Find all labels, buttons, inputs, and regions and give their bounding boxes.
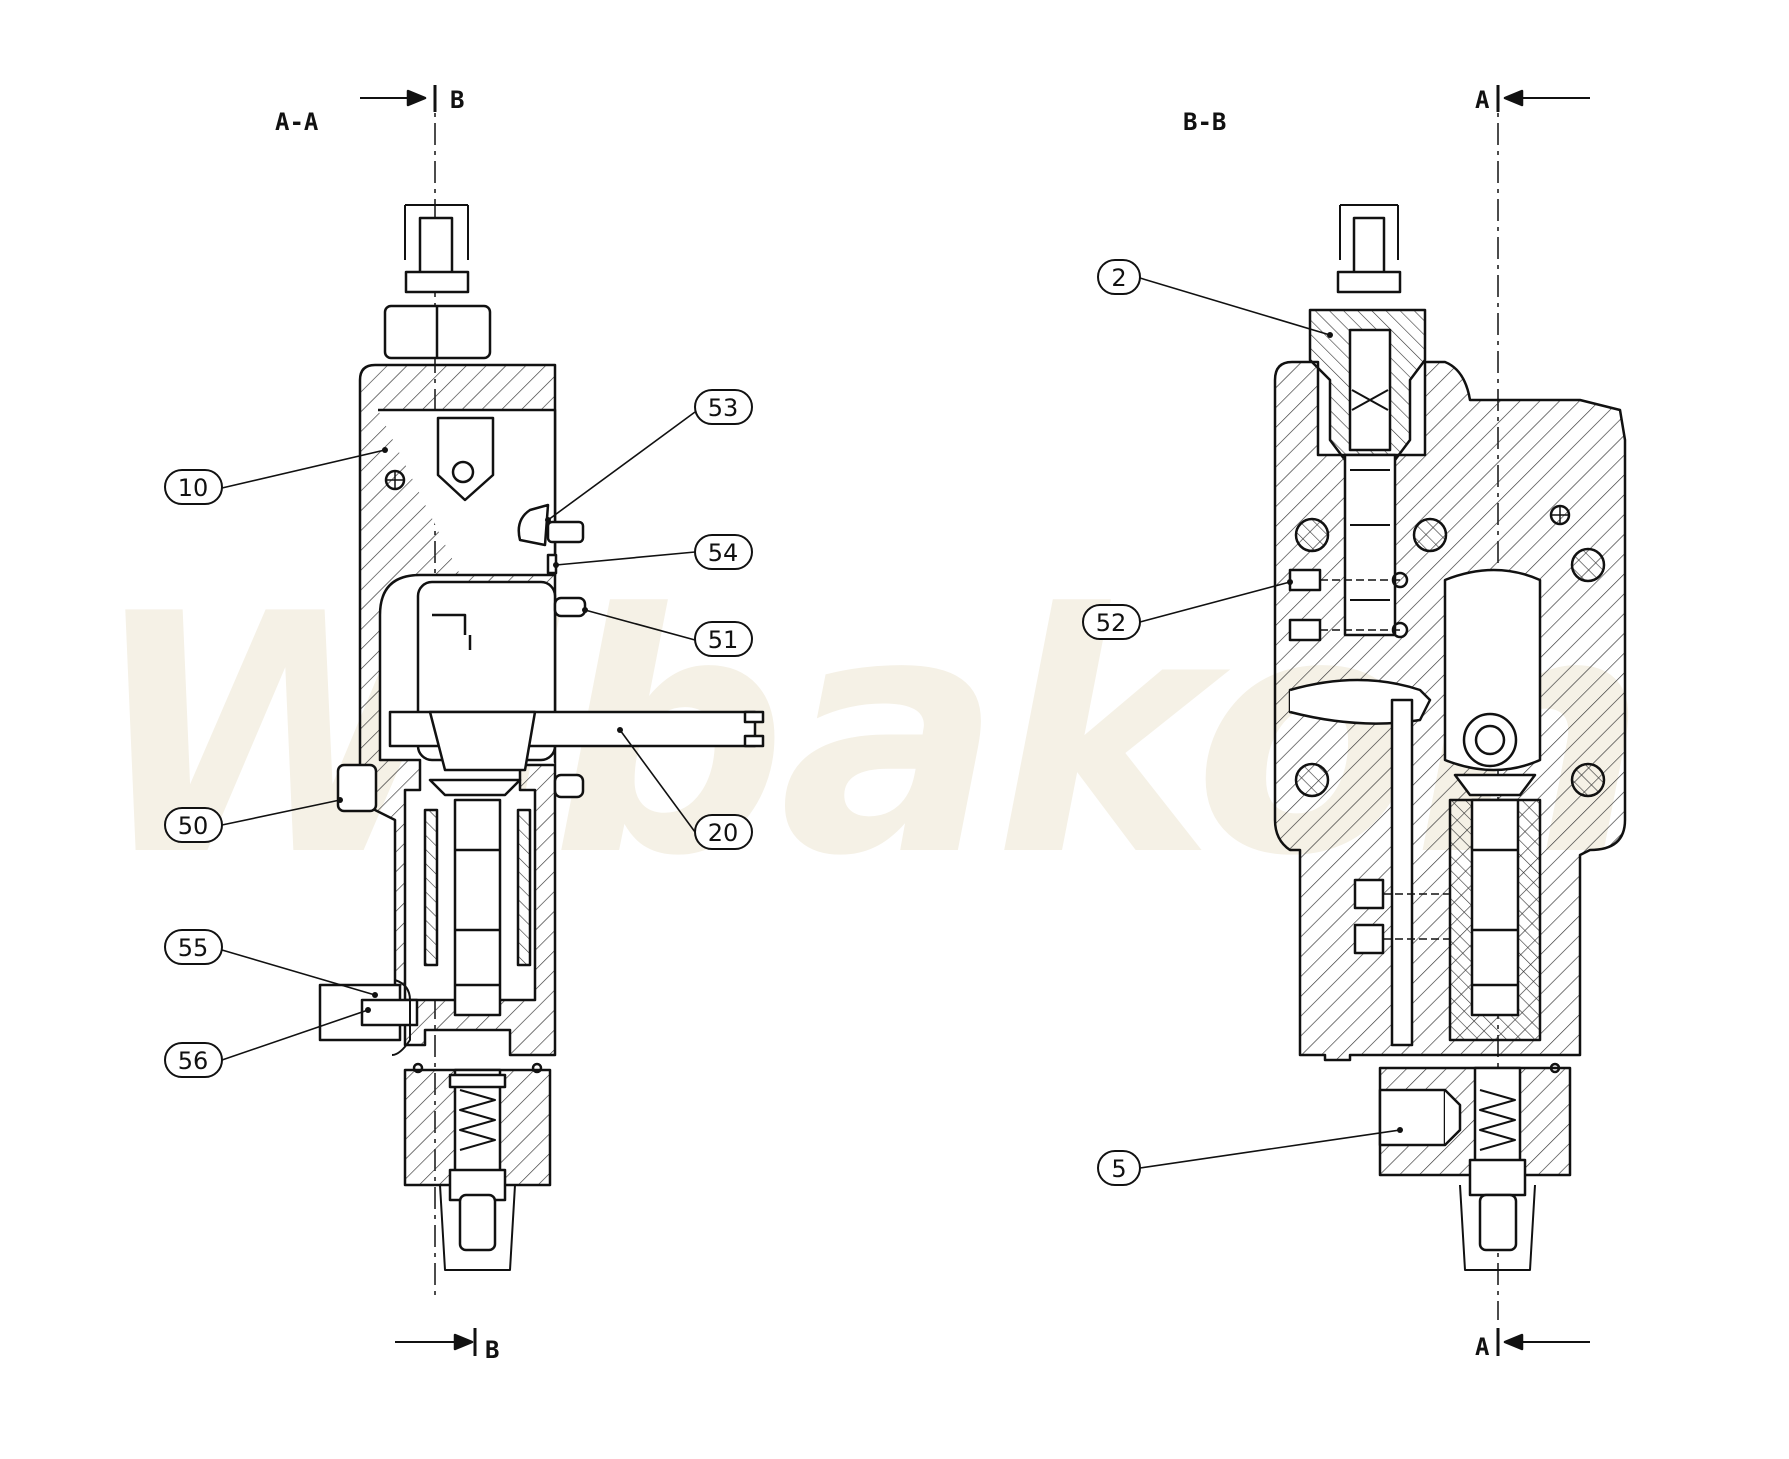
bolt-1 — [1294, 517, 1330, 553]
callout-bubble-50 — [164, 807, 223, 843]
bottom-stud-left — [458, 1193, 497, 1252]
cam-cavity — [1443, 568, 1542, 772]
cut-arrow-bottom-left — [453, 1333, 474, 1351]
cut-letter-top-left: B — [450, 86, 464, 114]
screw-56 — [360, 998, 419, 1027]
callout-50: 50 — [178, 812, 209, 840]
cut-letter-bottom-left: B — [485, 1336, 499, 1364]
callout-bubble-54 — [694, 534, 753, 570]
callout-55: 55 — [178, 934, 209, 962]
top-stud-right — [1352, 216, 1386, 278]
callout-5: 5 — [1111, 1155, 1126, 1183]
callout-2: 2 — [1111, 264, 1126, 292]
plug-53 — [517, 503, 550, 547]
callout-51: 51 — [708, 626, 739, 654]
section-title-b-b: B-B — [1183, 108, 1226, 136]
callout-bubble-5 — [1097, 1150, 1141, 1186]
bottom-stud-right — [1478, 1193, 1518, 1252]
callout-bubble-10 — [164, 469, 223, 505]
callout-bubble-52 — [1082, 604, 1141, 640]
spool-right — [1470, 798, 1520, 1017]
callout-53: 53 — [708, 394, 739, 422]
plug-50 — [336, 763, 378, 813]
bolt-3 — [1570, 547, 1606, 583]
callout-bubble-55 — [164, 929, 223, 965]
cut-arrow-bottom-right — [1503, 1333, 1524, 1351]
cut-letter-bottom-right: A — [1475, 1333, 1490, 1361]
callout-bubble-51 — [694, 621, 753, 657]
section-view-b-b — [1273, 85, 1627, 1356]
bolt-4 — [1294, 762, 1330, 798]
callout-bubble-53 — [694, 389, 753, 425]
callout-bubble-20 — [694, 814, 753, 850]
callout-56: 56 — [178, 1047, 209, 1075]
callout-10: 10 — [178, 474, 209, 502]
spool-left — [453, 798, 502, 1017]
bolt-5 — [1570, 762, 1606, 798]
section-view-a-a — [318, 85, 765, 1356]
section-title-a-a: A-A — [275, 108, 319, 136]
callout-bubble-2 — [1097, 259, 1141, 295]
cut-arrow-top-right — [1503, 89, 1524, 107]
top-stud-left — [418, 216, 454, 278]
callout-20: 20 — [708, 819, 739, 847]
pin-51 — [553, 596, 587, 618]
cut-arrow-top-left — [406, 89, 427, 107]
bolt-2 — [1412, 517, 1448, 553]
callout-52: 52 — [1096, 609, 1127, 637]
plug-52 — [1288, 568, 1322, 592]
leader-lines — [221, 277, 1401, 1169]
callout-54: 54 — [708, 539, 739, 567]
callout-bubble-56 — [164, 1042, 223, 1078]
cut-letter-top-right: A — [1475, 86, 1490, 114]
